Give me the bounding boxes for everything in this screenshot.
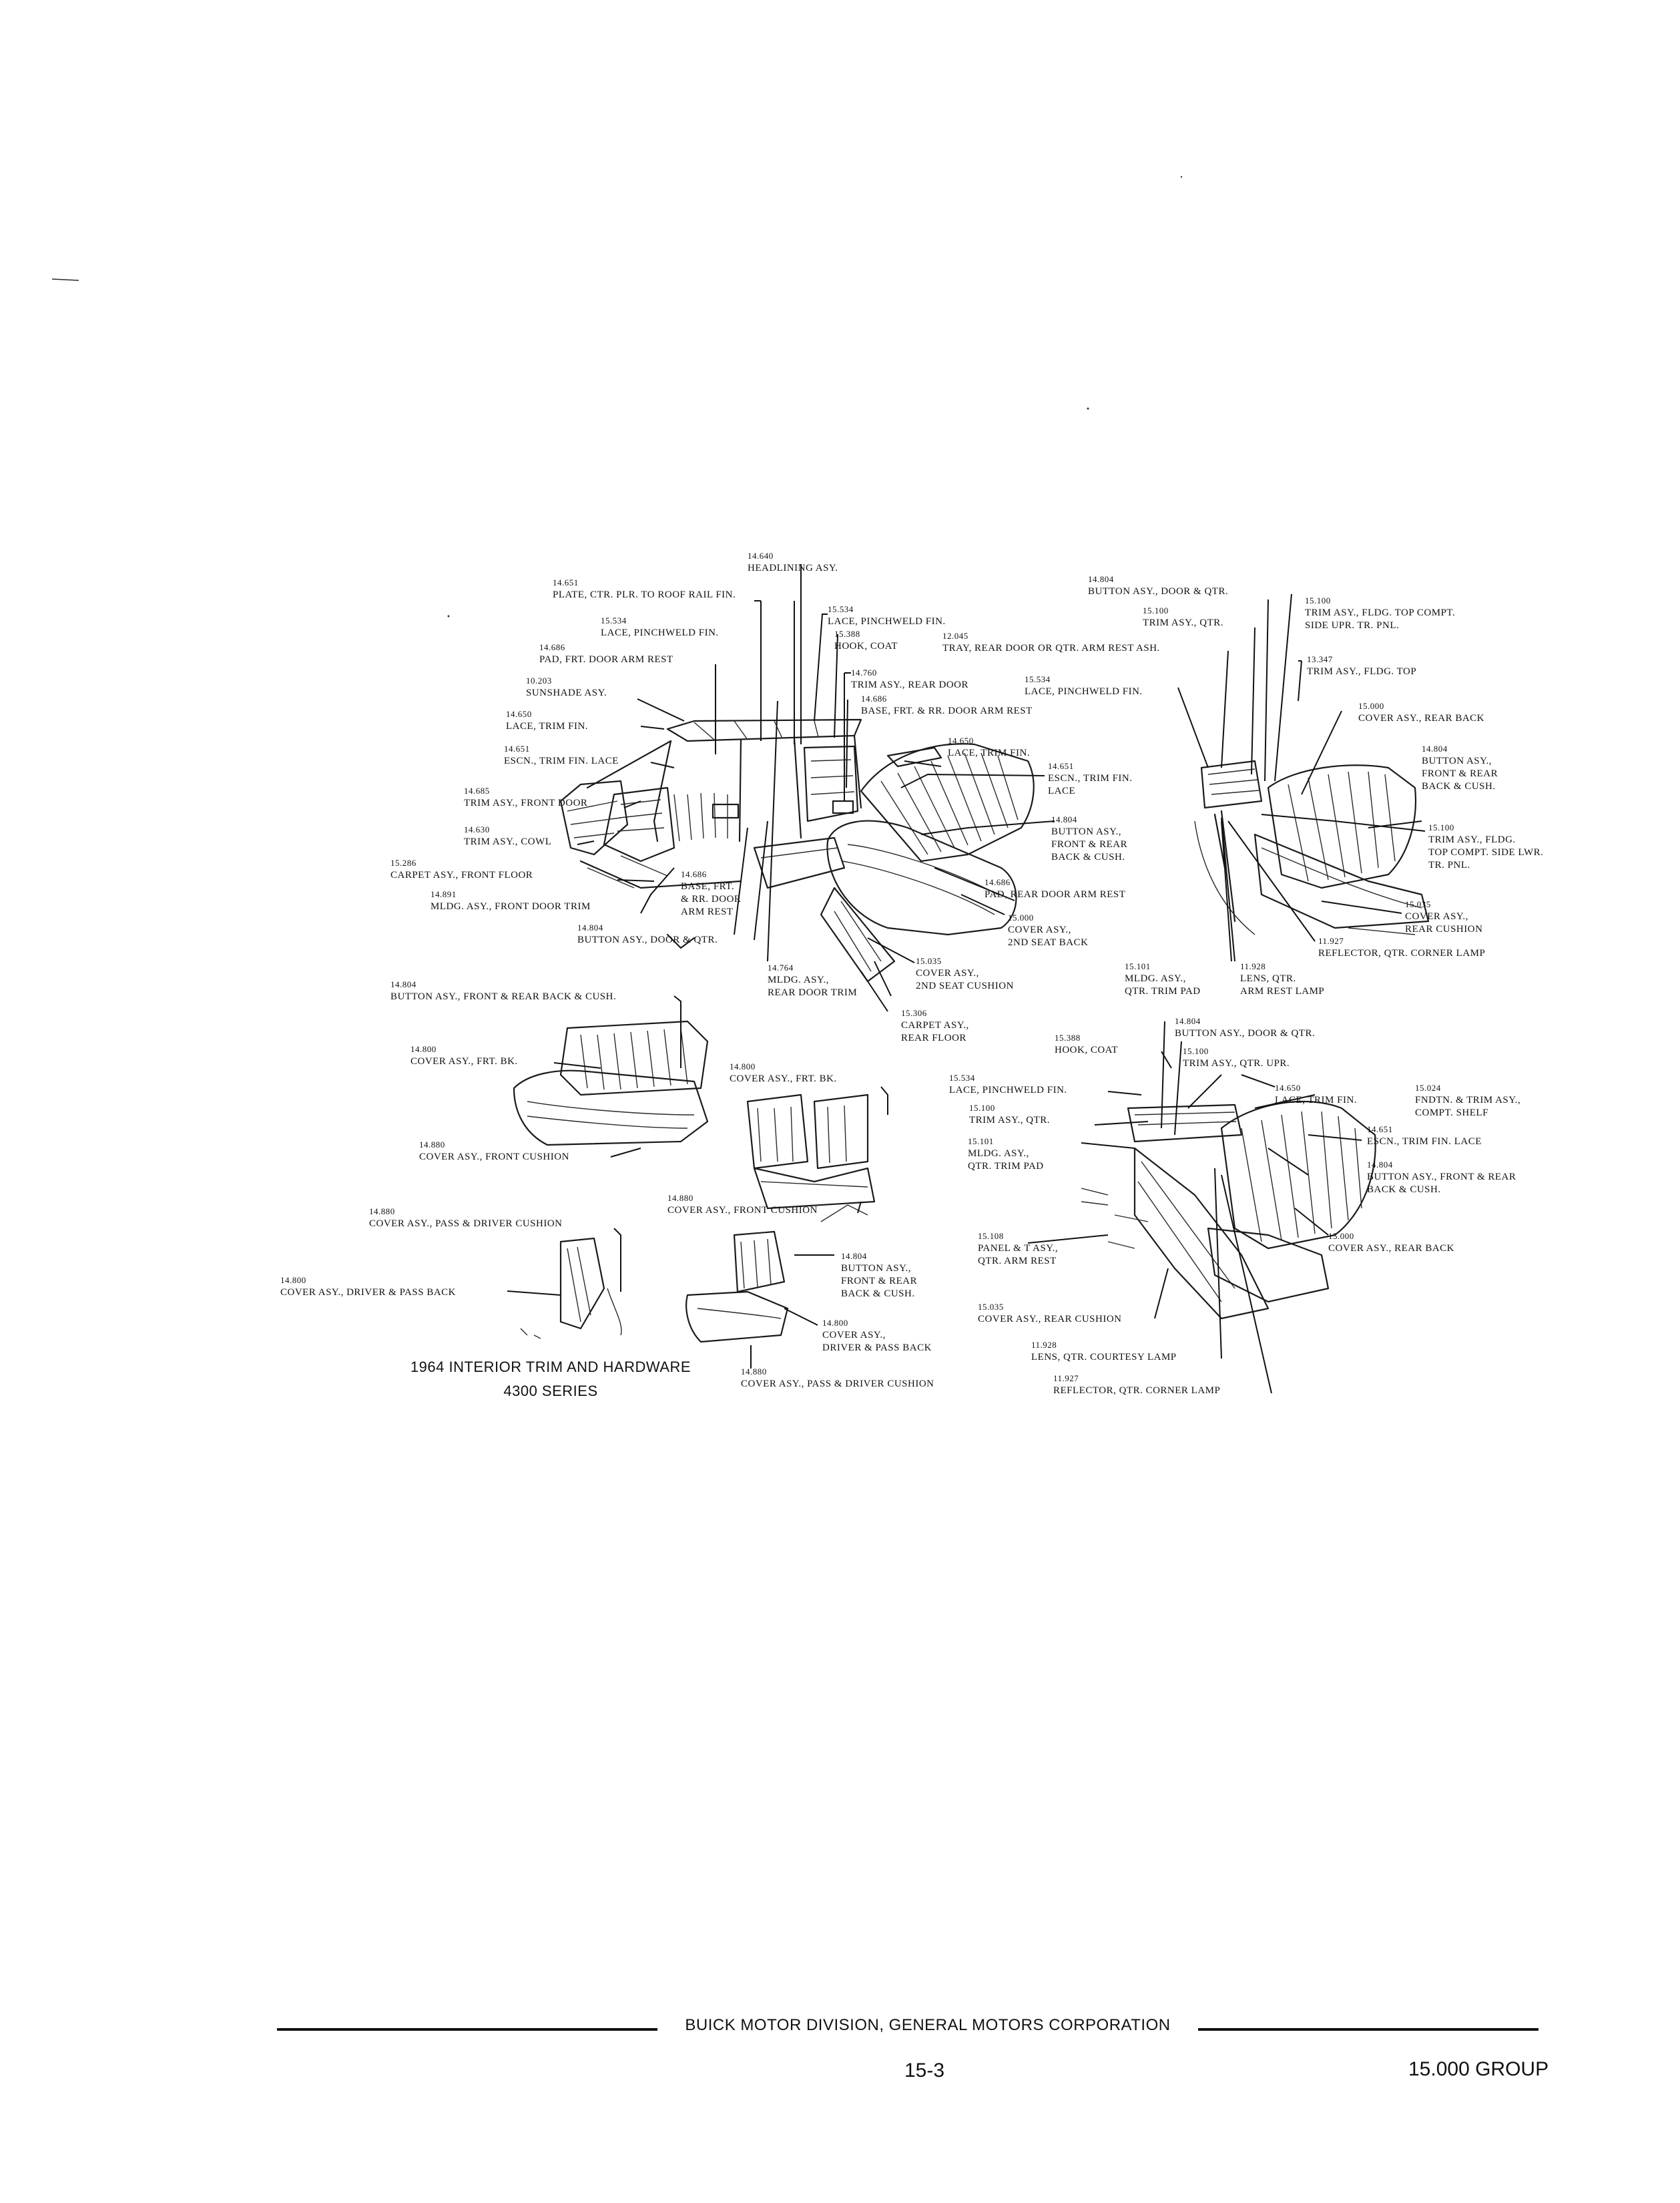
figure-caption: 1964 INTERIOR TRIM AND HARDWARE 4300 SER… xyxy=(374,1359,728,1400)
caption-series: 4300 SERIES xyxy=(503,1383,598,1399)
main-interior-drawing xyxy=(559,718,1035,983)
bucket-leaders xyxy=(857,1086,888,1214)
bucket-seat-small xyxy=(520,1237,622,1339)
bucket-small-leaders xyxy=(507,1228,621,1296)
main-leaders xyxy=(577,564,1055,1012)
bucket-seat-center xyxy=(685,1230,789,1343)
bench-leaders xyxy=(553,995,681,1158)
footer-division: BUICK MOTOR DIVISION, GENERAL MOTORS COR… xyxy=(685,2016,1171,2034)
group-label: 15.000 GROUP xyxy=(1408,2058,1549,2080)
quarter-lower-drawing xyxy=(1081,1100,1376,1320)
front-bench-seat xyxy=(513,1020,709,1146)
quarter-top-drawing xyxy=(1194,760,1430,935)
caption-title: 1964 INTERIOR TRIM AND HARDWARE xyxy=(410,1359,691,1375)
bucket-center-leaders xyxy=(750,1254,834,1369)
page-number: 15-3 xyxy=(904,2059,945,2082)
quarter-lower-leaders xyxy=(1027,1021,1362,1394)
front-bucket-seats xyxy=(746,1093,876,1222)
quarter-top-leaders xyxy=(1177,593,1426,962)
